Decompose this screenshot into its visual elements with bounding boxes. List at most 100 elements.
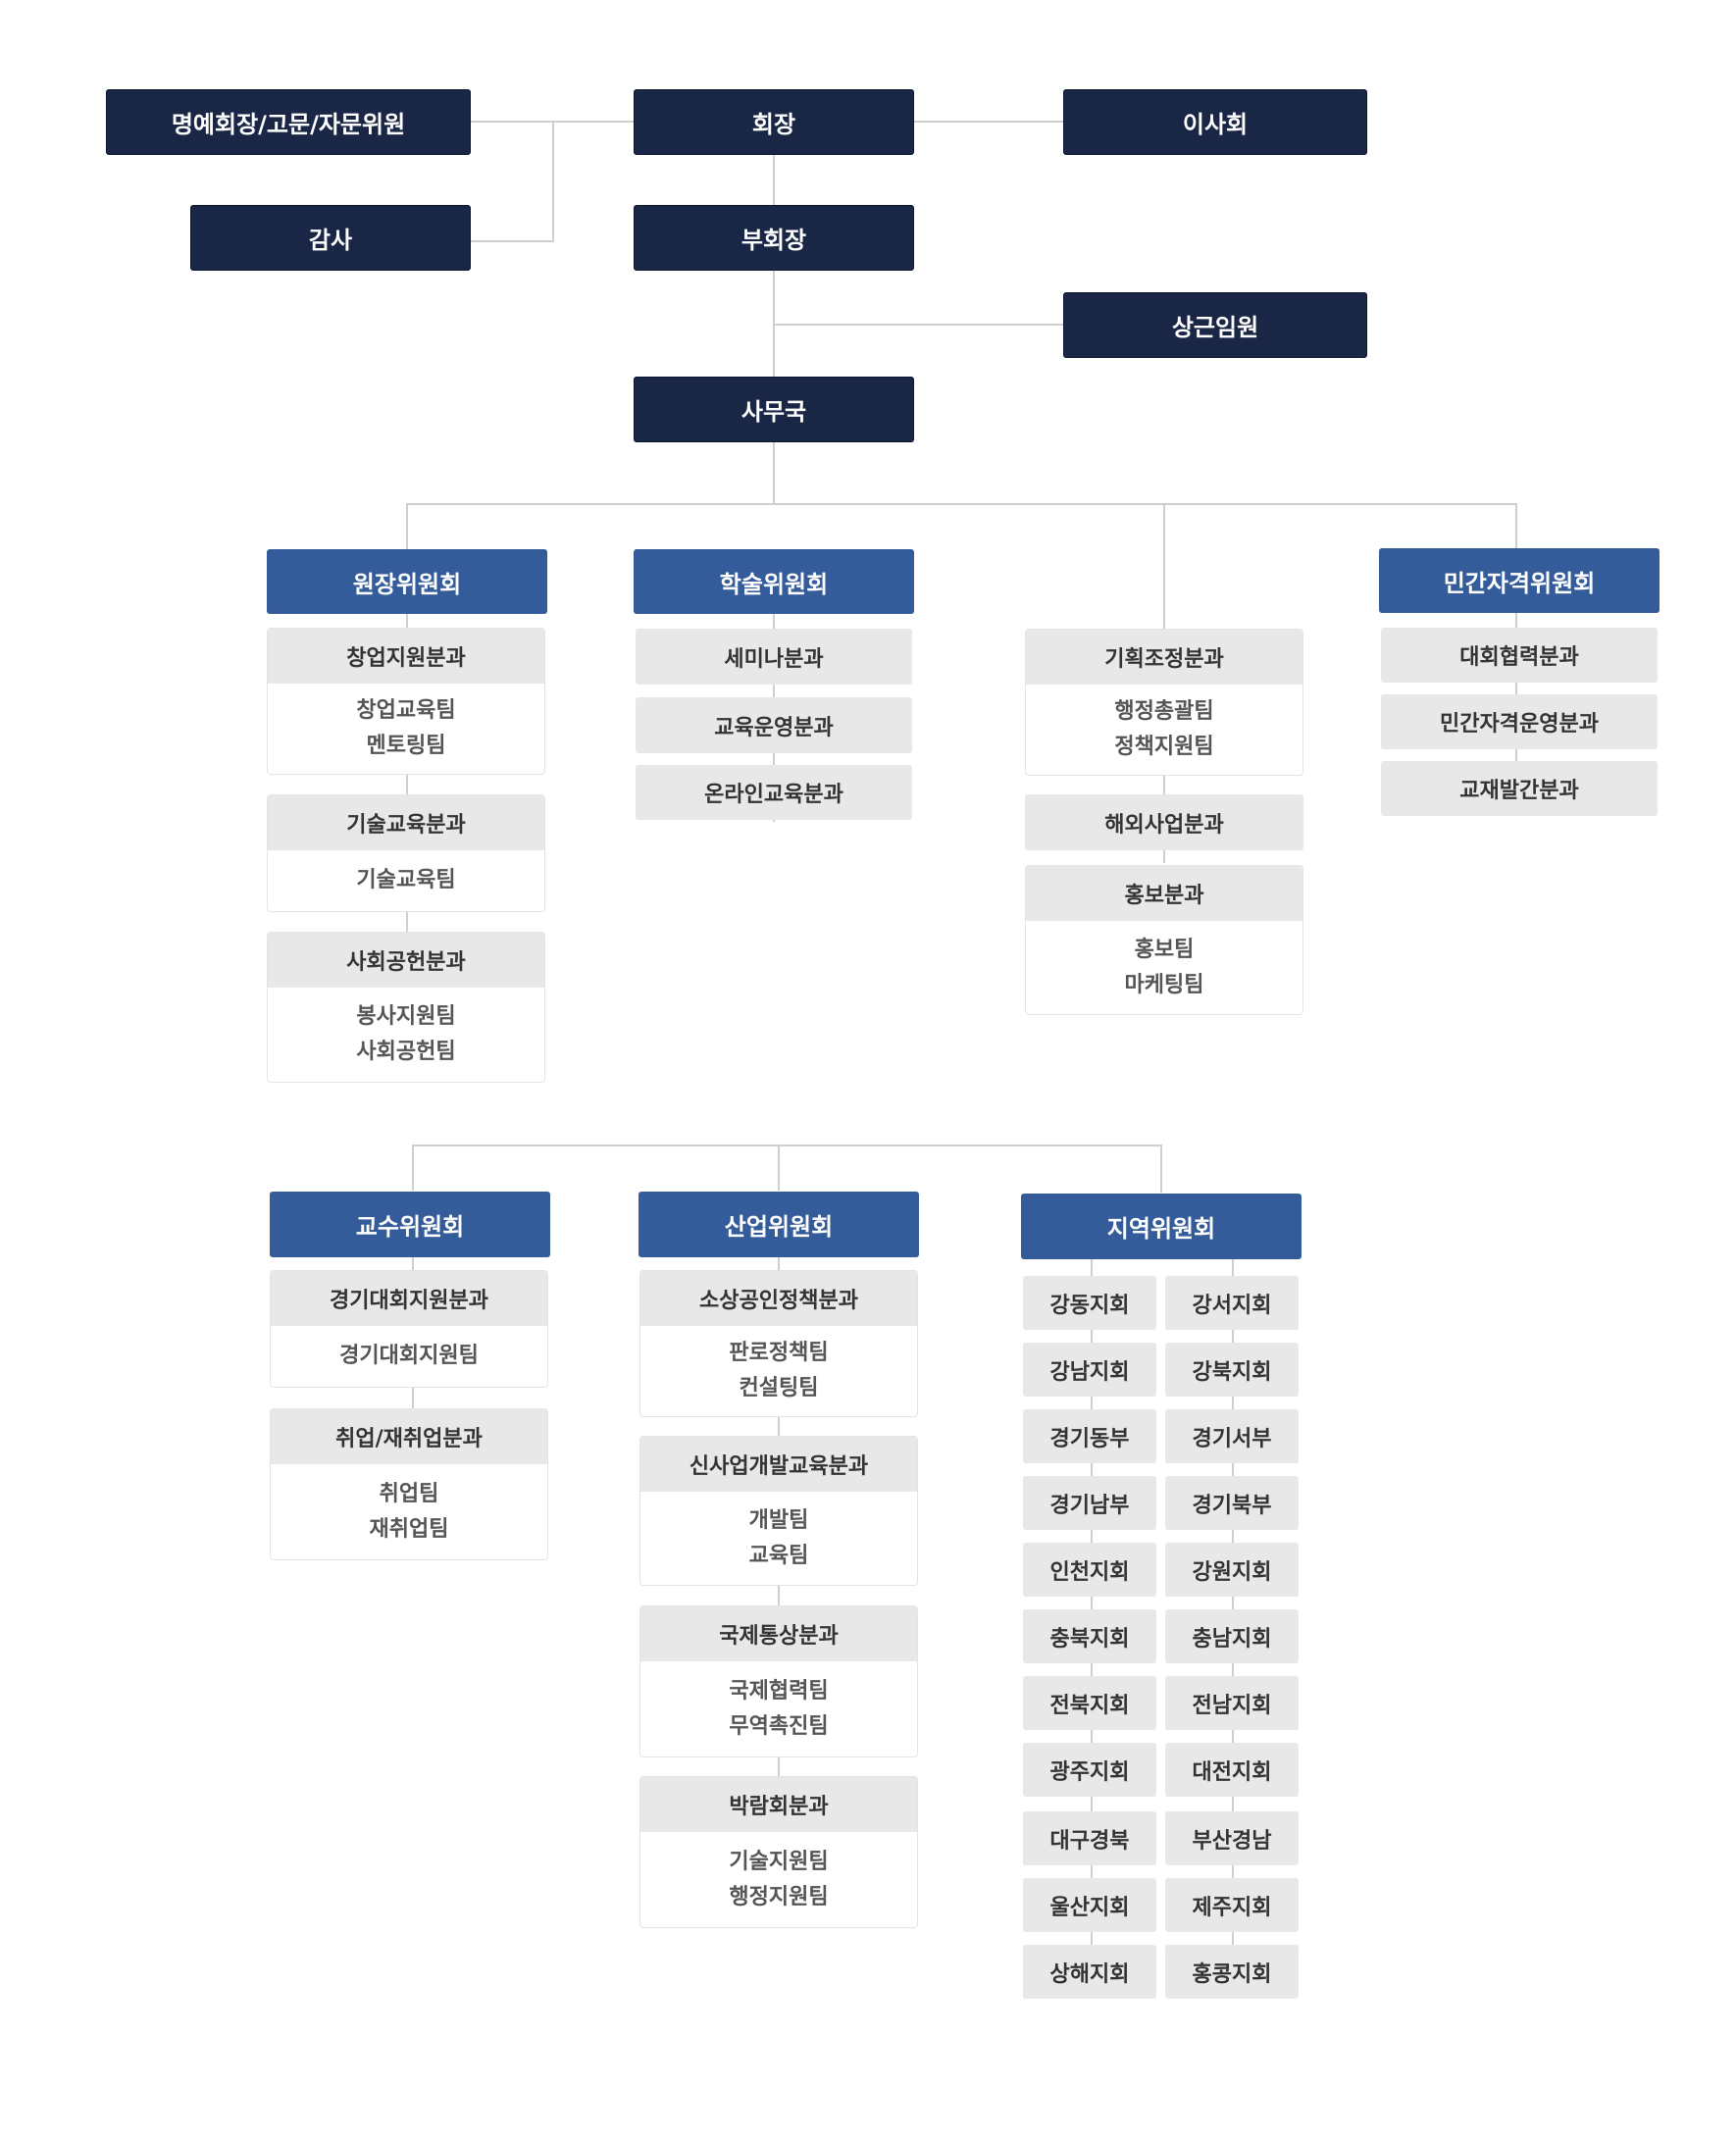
industry-committee-label: 산업위원회 bbox=[724, 1213, 834, 1241]
team-label: 개발팀 bbox=[748, 1507, 809, 1533]
academic-committee-label: 학술위원회 bbox=[719, 570, 829, 598]
branch-label: 강원지회 bbox=[1192, 1559, 1272, 1585]
director-committee-label: 원장위원회 bbox=[352, 570, 462, 598]
branch-cell: 강원지회 bbox=[1165, 1543, 1299, 1597]
team-label: 창업교육팀 bbox=[356, 698, 456, 723]
secretariat-box: 사무국 bbox=[634, 377, 914, 442]
president-label: 회장 bbox=[751, 111, 796, 138]
director-division-3: 사회공헌분과 봉사지원팀 사회공헌팀 bbox=[267, 932, 545, 1083]
academic-committee-header: 학술위원회 bbox=[634, 549, 914, 614]
secretariat-label: 사무국 bbox=[740, 398, 807, 426]
private-cert-division-2: 민간자격운영분과 bbox=[1381, 694, 1658, 749]
professor-committee-label: 교수위원회 bbox=[355, 1213, 465, 1241]
team-label: 정책지원팀 bbox=[1114, 735, 1214, 759]
division-title: 창업지원분과 bbox=[268, 629, 544, 684]
team-label: 국제협력팀 bbox=[729, 1678, 829, 1704]
team-label: 멘토링팀 bbox=[366, 734, 446, 758]
team-list: 봉사지원팀 사회공헌팀 bbox=[268, 988, 544, 1082]
division-title: 사회공헌분과 bbox=[268, 933, 544, 988]
team-list: 행정총괄팀 정책지원팀 bbox=[1026, 685, 1302, 775]
branch-cell: 제주지회 bbox=[1165, 1878, 1299, 1932]
branch-cell: 울산지회 bbox=[1023, 1878, 1156, 1932]
branch-label: 홍콩지회 bbox=[1192, 1961, 1272, 1987]
team-list: 국제협력팀 무역촉진팀 bbox=[640, 1661, 917, 1756]
professor-division-1: 경기대회지원분과 경기대회지원팀 bbox=[270, 1270, 548, 1388]
branch-label: 대전지회 bbox=[1192, 1759, 1272, 1785]
branch-cell: 인천지회 bbox=[1023, 1543, 1156, 1597]
branch-cell: 전북지회 bbox=[1023, 1676, 1156, 1730]
division-title: 세미나분과 bbox=[724, 646, 824, 672]
regional-committee-header: 지역위원회 bbox=[1021, 1194, 1302, 1259]
team-label: 봉사지원팀 bbox=[356, 1004, 456, 1029]
division-title: 기획조정분과 bbox=[1026, 630, 1302, 685]
auditor-box: 감사 bbox=[190, 205, 471, 271]
branch-label: 인천지회 bbox=[1049, 1559, 1130, 1585]
division-title: 민간자격운영분과 bbox=[1440, 712, 1599, 737]
branch-label: 충북지회 bbox=[1049, 1626, 1130, 1652]
team-list: 기술지원팀 행정지원팀 bbox=[640, 1832, 917, 1927]
board-label: 이사회 bbox=[1182, 111, 1249, 138]
branch-cell: 대구경북 bbox=[1023, 1811, 1156, 1865]
division-title: 박람회분과 bbox=[640, 1777, 917, 1832]
branch-cell: 부산경남 bbox=[1165, 1811, 1299, 1865]
standing-officers-box: 상근임원 bbox=[1063, 292, 1367, 358]
branch-cell: 경기서부 bbox=[1165, 1409, 1299, 1463]
team-label: 마케팅팀 bbox=[1124, 972, 1204, 997]
branch-cell: 충북지회 bbox=[1023, 1609, 1156, 1663]
president-box: 회장 bbox=[634, 89, 914, 155]
team-list: 판로정책팀 컨설팅팀 bbox=[640, 1326, 917, 1416]
planning-division-2: 해외사업분과 bbox=[1025, 794, 1303, 850]
division-title: 대회협력분과 bbox=[1459, 645, 1579, 670]
branch-label: 경기서부 bbox=[1192, 1426, 1272, 1451]
industry-division-1: 소상공인정책분과 판로정책팀 컨설팅팀 bbox=[639, 1270, 918, 1417]
branch-cell: 경기동부 bbox=[1023, 1409, 1156, 1463]
division-title: 신사업개발교육분과 bbox=[640, 1437, 917, 1492]
team-list: 개발팀 교육팀 bbox=[640, 1492, 917, 1585]
team-label: 행정총괄팀 bbox=[1114, 699, 1214, 724]
division-title: 교육운영분과 bbox=[714, 715, 834, 740]
branch-label: 경기남부 bbox=[1049, 1493, 1130, 1518]
branch-label: 강서지회 bbox=[1192, 1293, 1272, 1318]
branch-label: 충남지회 bbox=[1192, 1626, 1272, 1652]
team-label: 경기대회지원팀 bbox=[339, 1344, 479, 1368]
branch-cell: 대전지회 bbox=[1165, 1743, 1299, 1797]
vice-president-box: 부회장 bbox=[634, 205, 914, 271]
branch-label: 상해지회 bbox=[1049, 1961, 1130, 1987]
team-label: 홍보팀 bbox=[1134, 937, 1195, 962]
division-title: 교재발간분과 bbox=[1459, 779, 1579, 803]
academic-division-2: 교육운영분과 bbox=[636, 697, 912, 753]
branch-cell: 상해지회 bbox=[1023, 1945, 1156, 1999]
branch-label: 광주지회 bbox=[1049, 1759, 1130, 1785]
branch-label: 울산지회 bbox=[1049, 1895, 1130, 1920]
team-label: 컨설팅팀 bbox=[739, 1376, 819, 1400]
division-title: 국제통상분과 bbox=[640, 1606, 917, 1661]
standing-officers-label: 상근임원 bbox=[1171, 314, 1259, 341]
branch-label: 전북지회 bbox=[1049, 1693, 1130, 1718]
board-box: 이사회 bbox=[1063, 89, 1367, 155]
division-title: 소상공인정책분과 bbox=[640, 1271, 917, 1326]
team-label: 행정지원팀 bbox=[729, 1884, 829, 1909]
branch-cell: 강동지회 bbox=[1023, 1276, 1156, 1330]
division-title: 기술교육분과 bbox=[268, 795, 544, 850]
team-label: 무역촉진팀 bbox=[729, 1713, 829, 1739]
industry-division-4: 박람회분과 기술지원팀 행정지원팀 bbox=[639, 1776, 918, 1928]
team-list: 경기대회지원팀 bbox=[271, 1326, 547, 1387]
branch-cell: 충남지회 bbox=[1165, 1609, 1299, 1663]
branch-label: 강남지회 bbox=[1049, 1359, 1130, 1385]
academic-division-1: 세미나분과 bbox=[636, 629, 912, 685]
professor-division-2: 취업/재취업분과 취업팀 재취업팀 bbox=[270, 1408, 548, 1560]
division-title: 해외사업분과 bbox=[1104, 812, 1224, 838]
branch-cell: 강북지회 bbox=[1165, 1343, 1299, 1397]
team-label: 취업팀 bbox=[379, 1481, 439, 1506]
branch-label: 부산경남 bbox=[1192, 1828, 1272, 1854]
branch-cell: 전남지회 bbox=[1165, 1676, 1299, 1730]
director-division-1: 창업지원분과 창업교육팀 멘토링팀 bbox=[267, 628, 545, 775]
branch-label: 강북지회 bbox=[1192, 1359, 1272, 1385]
team-label: 판로정책팀 bbox=[729, 1341, 829, 1365]
auditor-label: 감사 bbox=[308, 227, 353, 254]
branch-cell: 홍콩지회 bbox=[1165, 1945, 1299, 1999]
branch-label: 전남지회 bbox=[1192, 1693, 1272, 1718]
regional-committee-label: 지역위원회 bbox=[1106, 1215, 1216, 1243]
professor-committee-header: 교수위원회 bbox=[270, 1192, 550, 1257]
private-cert-division-1: 대회협력분과 bbox=[1381, 628, 1658, 683]
